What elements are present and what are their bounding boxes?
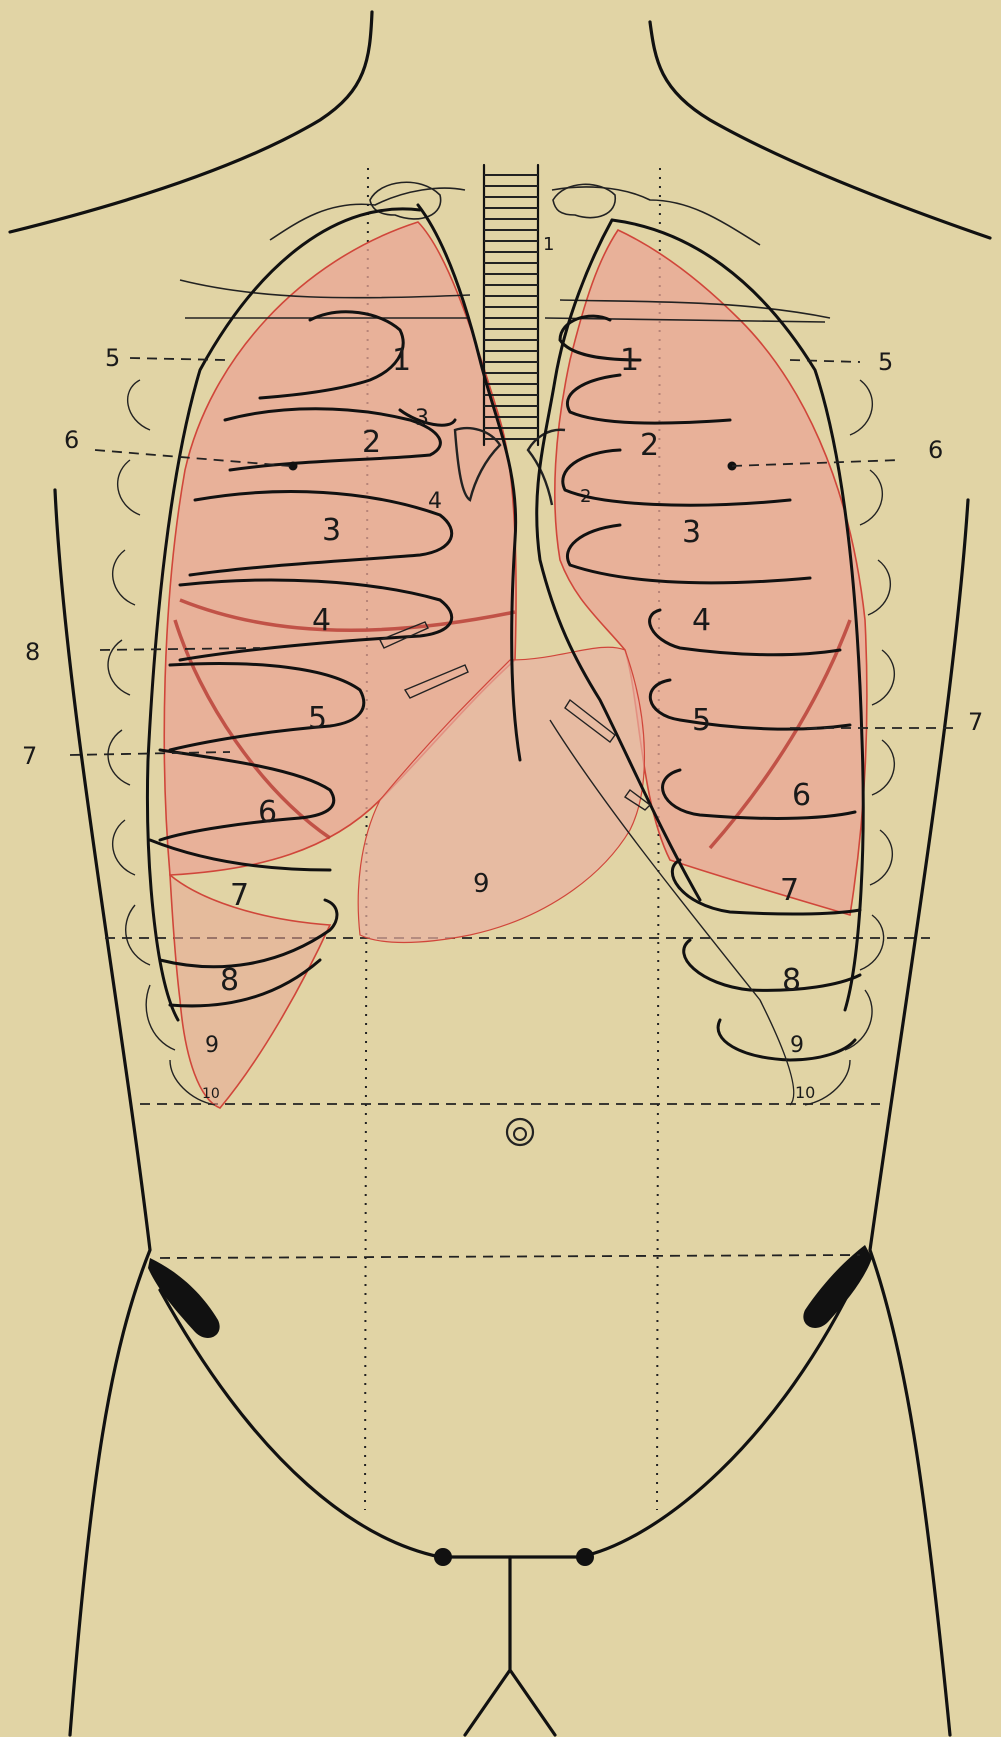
right-lower-lobe-tip xyxy=(170,875,330,1108)
left-rib-number-2: 2 xyxy=(640,428,659,463)
hip-markers xyxy=(148,1245,872,1338)
side-label-5: 5 xyxy=(105,344,120,372)
left-rib-number-10: 10 xyxy=(795,1083,815,1102)
left-rib-number-1: 1 xyxy=(620,343,639,378)
side-label-5-right: 5 xyxy=(878,348,893,376)
right-rib-number-5: 5 xyxy=(308,701,327,736)
trachea-label-1: 1 xyxy=(543,234,554,255)
right-rib-number-4: 4 xyxy=(312,603,331,638)
side-label-6: 6 xyxy=(64,426,79,454)
side-label-8: 8 xyxy=(25,638,40,666)
left-rib-number-7: 7 xyxy=(780,873,799,908)
umbilicus xyxy=(507,1119,533,1145)
right-rib-number-7: 7 xyxy=(230,878,249,913)
left-cartilage-label-2: 2 xyxy=(580,486,591,507)
side-label-7-right: 7 xyxy=(968,708,983,736)
left-rib-number-8: 8 xyxy=(782,963,801,998)
right-rib-number-6: 6 xyxy=(258,795,277,830)
left-rib-number-9: 9 xyxy=(790,1033,804,1058)
left-rib-number-3: 3 xyxy=(682,515,701,550)
right-cartilage-label-3: 3 xyxy=(415,406,429,431)
side-label-6-right: 6 xyxy=(928,436,943,464)
right-rib-number-9: 9 xyxy=(205,1033,219,1058)
side-labels-right: 5 6 8 7 xyxy=(22,344,120,770)
pubic-tubercle-right xyxy=(576,1548,594,1566)
side-label-7: 7 xyxy=(22,742,37,770)
left-rib-number-5: 5 xyxy=(692,703,711,738)
central-label-9: 9 xyxy=(473,869,490,899)
right-rib-number-8: 8 xyxy=(220,963,239,998)
right-rib-number-3: 3 xyxy=(322,513,341,548)
left-rib-number-6: 6 xyxy=(792,778,811,813)
right-rib-number-10: 10 xyxy=(202,1086,220,1102)
left-rib-number-4: 4 xyxy=(692,603,711,638)
pubic-tubercle-left xyxy=(434,1548,452,1566)
right-rib-number-1: 1 xyxy=(392,343,411,378)
right-rib-number-2: 2 xyxy=(362,425,381,460)
right-cartilage-label-4: 4 xyxy=(428,489,442,514)
